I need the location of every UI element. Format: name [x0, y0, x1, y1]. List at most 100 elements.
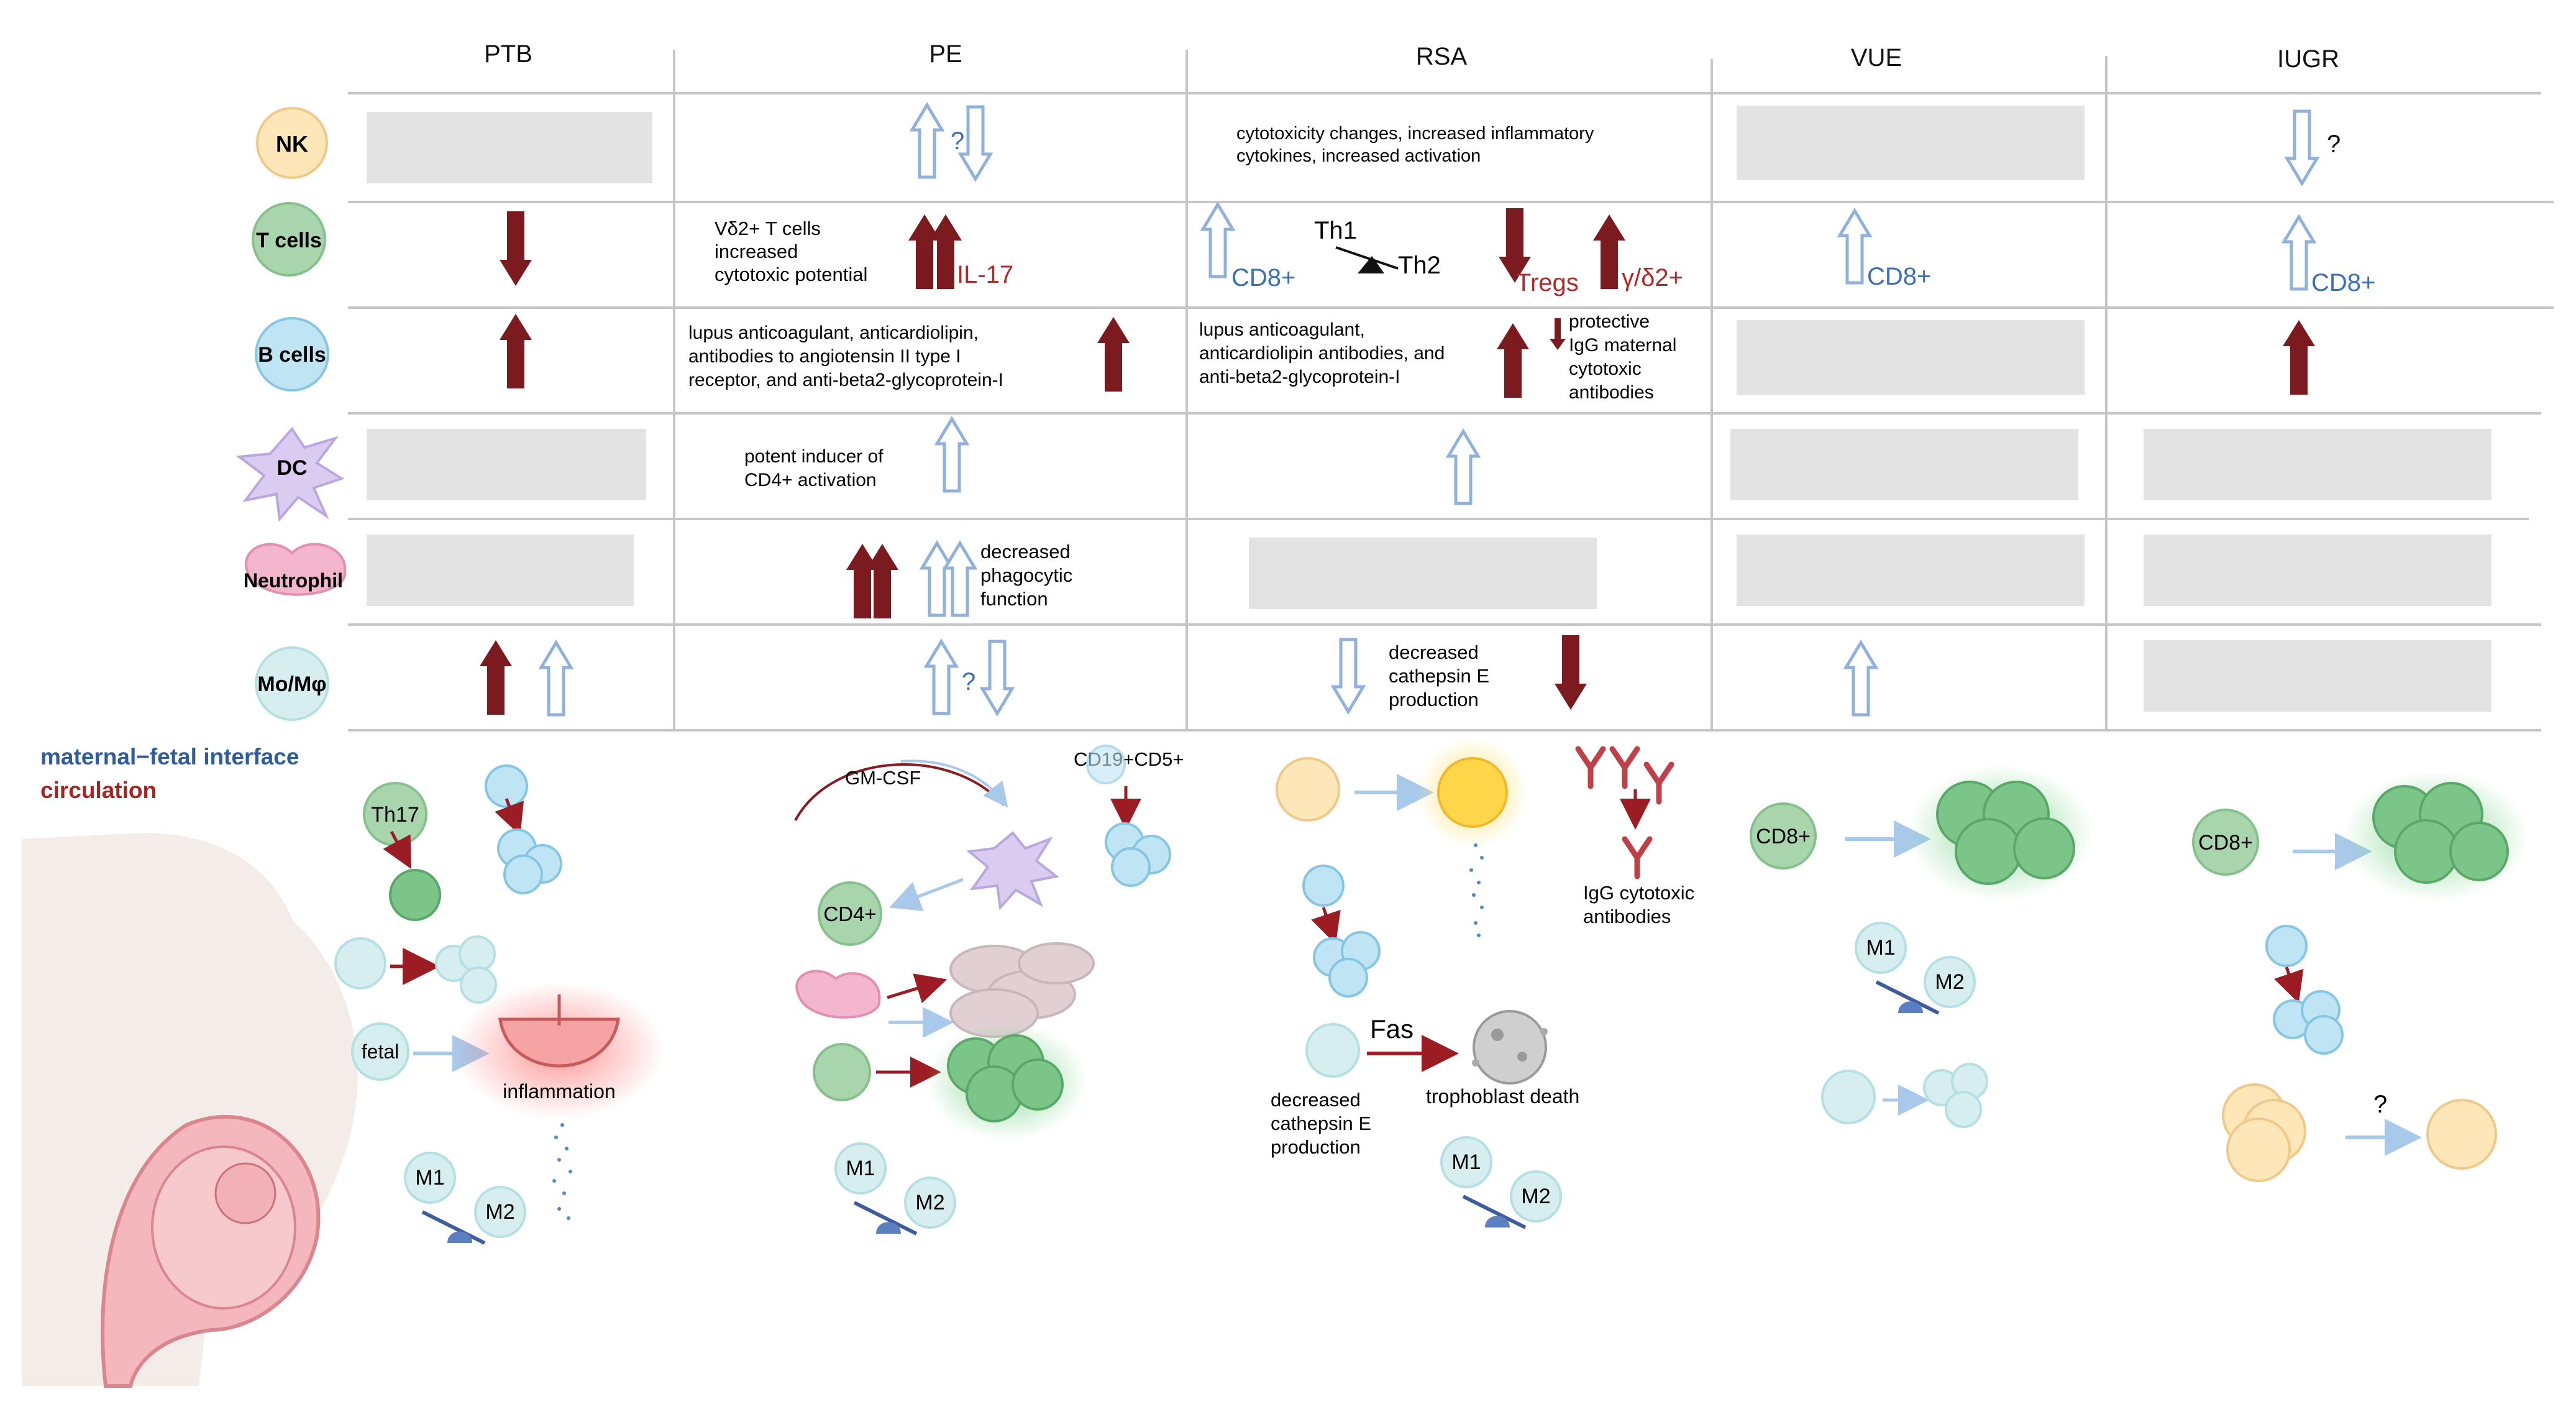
up-arrow-light [1840, 211, 1870, 283]
pe-t-text-3: cytotoxic potential [715, 264, 867, 285]
tregs-label: Tregs [1516, 269, 1579, 296]
cd8-label: CD8+ [1756, 825, 1811, 848]
gd2-label: γ/δ2+ [1622, 264, 1683, 291]
header-ptb: PTB [484, 40, 532, 68]
down-arrow-light [961, 107, 990, 179]
m2-label: M2 [915, 1191, 944, 1214]
balance-scale-icon [853, 1201, 918, 1236]
row-label-t-cells: T cells [256, 229, 322, 252]
question-mark: ? [2373, 1091, 2387, 1118]
t-cell [813, 1043, 871, 1101]
monocyte [459, 935, 496, 973]
monocyte [460, 966, 497, 1004]
cd8-label: CD8+ [1231, 264, 1295, 291]
cd8-cell [2192, 809, 2259, 876]
m1-macrophage [1855, 922, 1907, 974]
red-arrow [2274, 966, 2304, 1004]
trophoblast-death-label: trophoblast death [1426, 1085, 1579, 1108]
gm-csf-label: GM-CSF [845, 767, 921, 789]
red-arrow [383, 830, 412, 869]
decreased-label-1: decreased [1271, 1089, 1361, 1111]
b-cell [1302, 865, 1345, 907]
cytokine-dots-icon [552, 1123, 572, 1220]
empty-cell [1737, 535, 2085, 606]
trophoblast-cells [949, 942, 1095, 1038]
down-arrow-light [982, 641, 1012, 713]
up-arrow-dark [2283, 320, 2315, 395]
header-iugr: IUGR [2277, 45, 2339, 73]
iugr-mechanism-illustration: CD8+ ? [2192, 771, 2529, 1182]
fas-label: Fas [1370, 1014, 1414, 1044]
empty-cell [1737, 106, 2085, 180]
m2-macrophage [904, 1177, 956, 1229]
empty-cell [2144, 429, 2492, 500]
rsa-nk-text-2: cytokines, increased activation [1236, 146, 1481, 166]
balance-scale-icon [1875, 980, 1940, 1015]
blue-arrow [888, 878, 964, 911]
pe-b-text-3: receptor, and anti-beta2-glycoprotein-I [688, 370, 1003, 390]
empty-cell [1737, 320, 2085, 395]
monocyte [1821, 1070, 1876, 1124]
cd8-cell [1750, 802, 1817, 869]
pe-b-text-2: antibodies to angiotensin II type I [688, 346, 961, 367]
down-arrow-light [1333, 640, 1363, 712]
row-label-dc: DC [276, 456, 307, 480]
legend-maternal-fetal-interface: maternal−fetal interface [40, 744, 299, 769]
dendritic-cell-icon [966, 831, 1059, 911]
cytokine-dots-icon [1469, 843, 1484, 937]
up-arrow-light [926, 641, 956, 713]
rsa-b-text-6: cytotoxic [1569, 359, 1642, 379]
question-mark: ? [962, 668, 975, 695]
up-arrow-light [2284, 217, 2314, 289]
row-label-mo: Mo/Mφ [257, 672, 326, 696]
down-arrow-dark [1555, 635, 1587, 710]
m2-label: M2 [1935, 970, 1964, 994]
up-arrow-light [945, 543, 975, 615]
rsa-mechanism-illustration: IgG cytotoxic antibodies Fas trophoblast… [1271, 736, 1694, 1229]
empty-cells [367, 106, 2492, 712]
m2-macrophage [1510, 1170, 1562, 1223]
b-cell [2265, 925, 2308, 967]
monocyte [1945, 1091, 1982, 1128]
m1-label: M1 [415, 1166, 444, 1190]
fetal-label: fetal [362, 1040, 399, 1063]
up-arrow-light [937, 419, 967, 491]
row-icon-b-cells: B cells [255, 317, 329, 392]
th1-label: Th1 [1314, 217, 1357, 244]
nk-cell [2426, 1099, 2497, 1170]
red-arrow [495, 798, 524, 836]
m1-label: M1 [1866, 936, 1895, 960]
plasma-cell [1328, 958, 1368, 998]
empty-cell [1249, 538, 1597, 609]
cd8-label: CD8+ [2311, 269, 2375, 296]
row-icon-mo: Mo/Mφ [255, 646, 329, 721]
up-arrow-dark [1593, 214, 1625, 289]
nk-cell [1276, 757, 1340, 822]
inflammation-label: inflammation [503, 1080, 615, 1103]
row-label-nk: NK [276, 131, 308, 157]
plasma-cell [503, 855, 543, 894]
antibody-icon [1622, 836, 1653, 879]
up-arrow-dark [1497, 323, 1529, 398]
balance-scale-icon [421, 1210, 486, 1245]
antibody-icons [1575, 746, 1674, 805]
m1-label: M1 [846, 1157, 875, 1180]
balance-scale-icon [1462, 1195, 1527, 1229]
m1-macrophage [404, 1152, 456, 1204]
fetal-cell [351, 1022, 409, 1081]
up-arrow-light [1203, 204, 1233, 277]
th2-label: Th2 [1398, 252, 1441, 279]
rsa-b-text-4: protective [1569, 311, 1650, 332]
rsa-nk-text-1: cytotoxicity changes, increased inflamma… [1236, 124, 1594, 144]
pe-t-text-1: Vδ2+ T cells [715, 218, 821, 239]
decreased-label-2: cathepsin E [1271, 1113, 1371, 1134]
m2-label: M2 [1521, 1185, 1550, 1208]
cd8-label: CD8+ [2198, 831, 2253, 855]
decreased-label-3: production [1271, 1136, 1361, 1158]
rsa-b-text-1: lupus anticoagulant, [1199, 319, 1365, 340]
row-icon-t-cells: T cells [252, 202, 326, 277]
header-vue: VUE [1851, 44, 1902, 71]
up-arrow-light [912, 105, 942, 177]
m1-label: M1 [1451, 1150, 1481, 1174]
